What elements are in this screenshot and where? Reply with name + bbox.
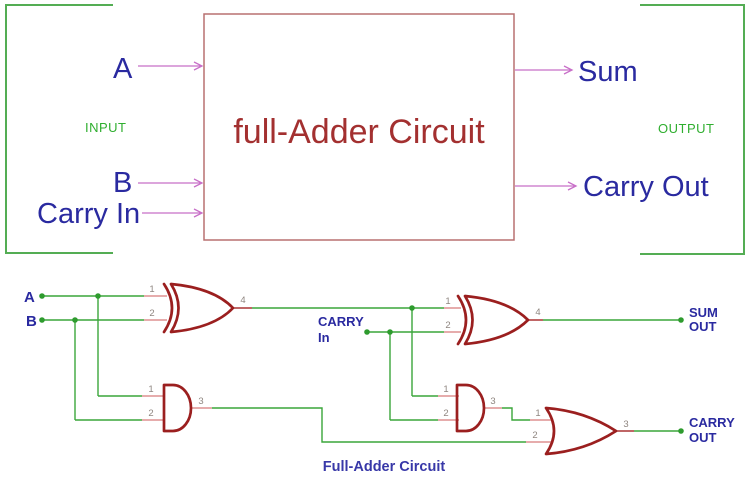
output-bracket (640, 4, 745, 255)
net-xor1-out (233, 305, 461, 397)
junction-dot-carry-in (387, 329, 393, 335)
terminal-dot-a (39, 293, 45, 299)
net-and2-out (484, 407, 551, 421)
block-box (203, 13, 515, 241)
and1-gate (162, 383, 193, 433)
output-sum-label: Sum (578, 56, 638, 88)
and2-gate (455, 383, 486, 433)
net-sum-out (528, 317, 684, 323)
net-b (39, 317, 167, 421)
and2-pin1-label: 1 (443, 384, 448, 395)
and2-pin2-label: 2 (443, 408, 448, 419)
arrow-input-b (138, 178, 204, 188)
sum-out-label-line2: OUT (689, 319, 717, 334)
xor2-gate (456, 294, 530, 346)
terminal-dot-carry-in (364, 329, 370, 335)
input-a-label: A (113, 53, 133, 85)
arrow-input-a (138, 61, 204, 71)
schematic-caption: Full-Adder Circuit (323, 459, 446, 475)
input-bracket (5, 4, 113, 254)
and2-out-label: 3 (490, 396, 495, 407)
or1-pin1-label: 1 (535, 408, 540, 419)
arrow-output-sum (515, 65, 574, 75)
net-a (39, 293, 167, 397)
net-a-label: A (24, 289, 35, 306)
junction-dot-b (72, 317, 78, 323)
input-carry-in-label: Carry In (37, 198, 140, 230)
junction-dot-a (95, 293, 101, 299)
net-carry-out (616, 428, 684, 434)
xor1-pin2-label: 2 (149, 308, 154, 319)
or1-out-label: 3 (623, 419, 628, 430)
output-carry-out-label: Carry Out (583, 171, 709, 203)
carry-out-label-line1: CARRY (689, 415, 735, 430)
terminal-dot-b (39, 317, 45, 323)
xor2-out-label: 4 (535, 307, 540, 318)
input-group-label: INPUT (85, 120, 127, 135)
or1-gate (544, 406, 618, 456)
carry-in-label-line1: CARRY (318, 314, 364, 329)
xor1-gate (162, 282, 235, 334)
carry-out-label-line2: OUT (689, 430, 717, 445)
xor2-pin1-label: 1 (445, 296, 450, 307)
arrow-input-carry-in (142, 208, 204, 218)
net-carry-in (364, 329, 461, 421)
terminal-dot-carry-out (678, 428, 684, 434)
xor2-pin2-label: 2 (445, 320, 450, 331)
sum-out-label-line1: SUM (689, 305, 718, 320)
output-group-label: OUTPUT (658, 121, 714, 136)
junction-dot-xor1-out (409, 305, 415, 311)
net-and1-out (191, 407, 551, 443)
and1-pin2-label: 2 (148, 408, 153, 419)
input-b-label: B (113, 167, 132, 199)
terminal-dot-sum-out (678, 317, 684, 323)
block-title: full-Adder Circuit (233, 113, 485, 151)
and1-out-label: 3 (198, 396, 203, 407)
xor1-out-label: 4 (240, 295, 245, 306)
and1-pin1-label: 1 (148, 384, 153, 395)
carry-in-label-line2: In (318, 330, 330, 345)
xor1-pin1-label: 1 (149, 284, 154, 295)
net-b-label: B (26, 313, 37, 330)
arrow-output-carry-out (515, 181, 578, 191)
or1-pin2-label: 2 (532, 430, 537, 441)
